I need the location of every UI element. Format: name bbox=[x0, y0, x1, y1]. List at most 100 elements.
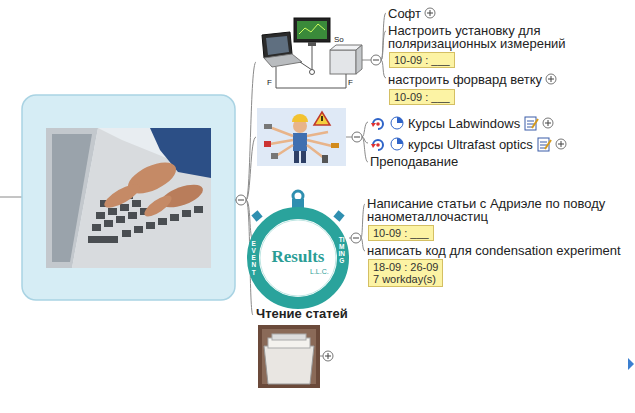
collapse-toggle-part bbox=[352, 132, 362, 142]
topic-row: Курсы Labwindows bbox=[370, 115, 554, 131]
branch-lines-part bbox=[346, 137, 352, 138]
equipment-picture-part bbox=[299, 24, 325, 34]
task-icon-part bbox=[376, 143, 380, 147]
central-topic-part bbox=[46, 128, 211, 268]
topic-row: Чтение статей bbox=[256, 307, 348, 320]
plus-icon bbox=[545, 71, 557, 87]
topic: Чтение статей bbox=[256, 307, 348, 320]
central-topic-part-part bbox=[170, 214, 179, 221]
workers-picture-part bbox=[257, 108, 346, 166]
workers-picture-part bbox=[331, 143, 339, 148]
root-line-part bbox=[0, 197, 22, 198]
topic-row: Софт bbox=[388, 5, 436, 21]
picture-label: F bbox=[267, 78, 272, 87]
topic-text: написать код для condensation experiment bbox=[367, 244, 621, 257]
plus-icon-part bbox=[425, 8, 435, 18]
date-text: 10-09 : ___ bbox=[394, 91, 450, 103]
equipment-picture-part bbox=[276, 46, 346, 88]
stopwatch-picture-part bbox=[253, 213, 343, 303]
note-icon bbox=[523, 115, 539, 131]
note-icon-part bbox=[532, 119, 538, 128]
topic-text: Преподавание bbox=[370, 155, 458, 168]
equipment-picture-part bbox=[356, 45, 362, 74]
central-topic-part-part bbox=[88, 236, 118, 243]
task-icon bbox=[370, 115, 386, 131]
central-topic-part-part bbox=[134, 226, 143, 233]
task-icon-part bbox=[376, 122, 380, 126]
equipment-picture-part bbox=[266, 36, 289, 55]
central-topic-part-part bbox=[146, 222, 155, 229]
topic-row: курсы Ultrafast optics bbox=[370, 136, 567, 152]
archive-box-picture-part bbox=[258, 325, 320, 388]
topic: Преподавание bbox=[370, 155, 458, 168]
workers-picture-part bbox=[292, 114, 308, 122]
date-text: 7 workday(s) bbox=[373, 273, 438, 285]
equipment-picture-part bbox=[308, 42, 316, 46]
topic-text: Чтение статей bbox=[256, 307, 348, 320]
pie-icon-part bbox=[391, 117, 403, 129]
collapse-toggle-part bbox=[373, 60, 379, 61]
expand-toggle-part bbox=[323, 351, 333, 361]
plus-icon bbox=[542, 115, 554, 131]
central-topic-part bbox=[101, 180, 143, 212]
topic: курсы Ultrafast optics bbox=[370, 136, 567, 152]
archive-box-picture bbox=[258, 325, 320, 388]
central-topic-part bbox=[72, 128, 211, 268]
central-topic-part bbox=[141, 192, 174, 220]
branch-lines-part bbox=[381, 13, 386, 60]
picture-label: F bbox=[348, 78, 353, 87]
plus-icon-part bbox=[548, 76, 554, 82]
topic-text: Софт bbox=[388, 7, 421, 20]
workers-picture-part bbox=[322, 155, 328, 163]
stopwatch-picture-part bbox=[293, 191, 303, 201]
workers-picture-part bbox=[301, 151, 306, 163]
date-text: 10-09 : ___ bbox=[394, 54, 450, 66]
picture-label: Results bbox=[258, 247, 338, 267]
branch-lines-part bbox=[246, 62, 256, 200]
collapse-toggle-part bbox=[351, 233, 361, 243]
expand-toggle bbox=[323, 351, 333, 361]
central-topic-part-part bbox=[108, 208, 117, 215]
date-tag: 10-09 : ___ bbox=[368, 225, 434, 241]
workers-picture-part bbox=[264, 124, 272, 129]
central-topic-part-part bbox=[132, 200, 141, 207]
plus-icon-part bbox=[546, 74, 556, 84]
plus-icon-part bbox=[556, 139, 566, 149]
topic: Софт bbox=[388, 5, 436, 21]
branch-lines bbox=[235, 13, 386, 356]
workers-picture-part bbox=[321, 116, 323, 121]
task-icon-part bbox=[371, 144, 376, 148]
archive-box-picture-part bbox=[262, 329, 316, 384]
expand-toggle-part bbox=[325, 353, 331, 359]
equipment-picture-part bbox=[297, 21, 327, 39]
workers-picture bbox=[257, 108, 346, 166]
topic: Написание статьи с Адриэле по поводу нан… bbox=[367, 197, 619, 241]
central-topic-part-part bbox=[92, 224, 101, 231]
topic: написать код для condensation experiment… bbox=[367, 244, 621, 287]
branch-lines-part bbox=[361, 204, 365, 238]
equipment-picture bbox=[262, 18, 362, 88]
central-topic-part-part bbox=[120, 204, 129, 211]
picture-label: L.L.C. bbox=[310, 268, 329, 275]
workers-picture-part bbox=[264, 141, 271, 147]
branch-lines-part bbox=[362, 137, 368, 162]
central-topic-part-part bbox=[122, 230, 131, 237]
branch-lines-part bbox=[381, 60, 386, 78]
branch-lines-part bbox=[361, 238, 365, 251]
topic-row: Настроить установку для поляризационных … bbox=[388, 24, 603, 50]
equipment-picture-part bbox=[310, 70, 315, 75]
picture-label: So bbox=[334, 35, 344, 44]
plus-icon bbox=[424, 5, 436, 21]
plus-icon-part bbox=[545, 120, 551, 126]
archive-box-picture-part bbox=[264, 346, 314, 384]
workers-picture-part bbox=[270, 128, 332, 158]
central-topic-part bbox=[22, 95, 235, 300]
central-topic-part-part bbox=[182, 210, 191, 217]
equipment-picture-part bbox=[264, 54, 302, 67]
scroll-arrow-part bbox=[628, 358, 634, 370]
central-topic-part-part bbox=[128, 212, 137, 219]
topic-text: Настроить установку для поляризационных … bbox=[388, 24, 603, 50]
date-tag: 18-09 : 26-097 workday(s) bbox=[368, 259, 443, 287]
note-icon bbox=[536, 136, 552, 152]
collapse-toggle-part bbox=[353, 238, 359, 239]
